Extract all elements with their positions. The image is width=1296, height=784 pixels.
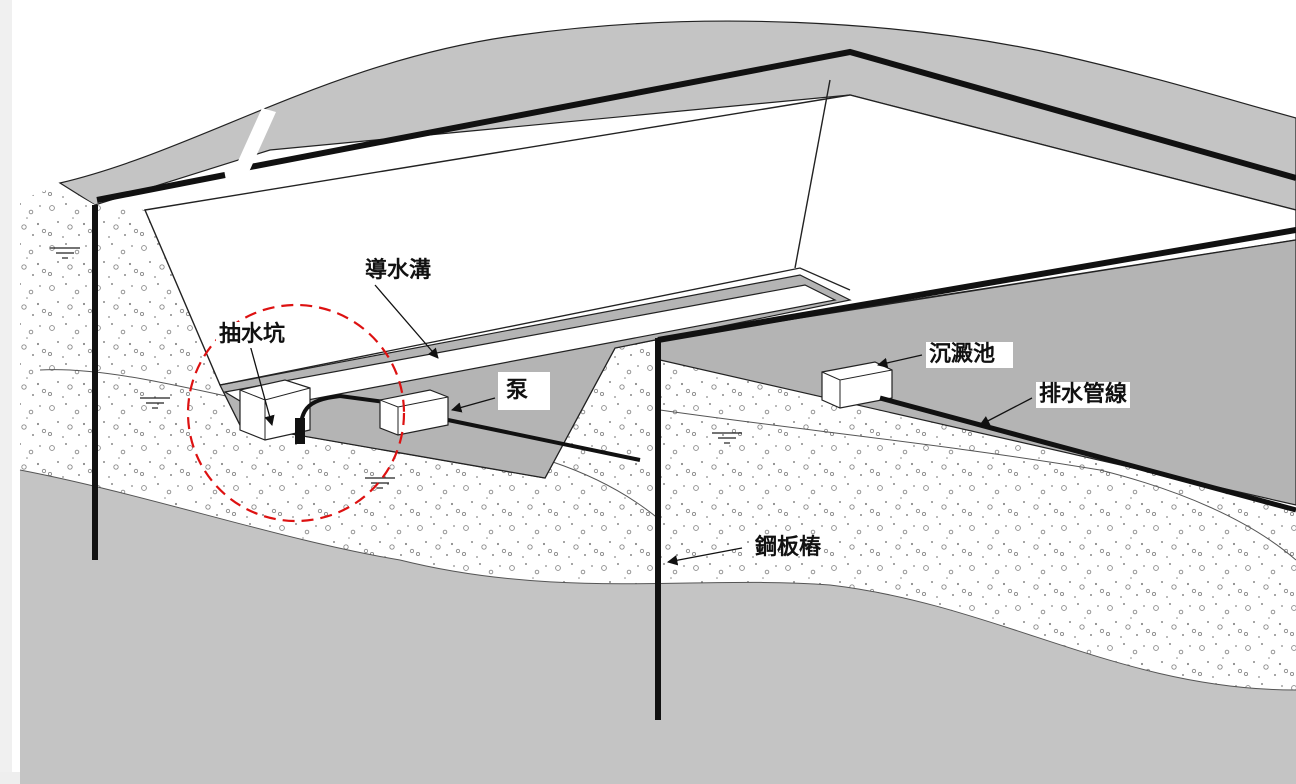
pile-cap-left-a <box>96 172 226 203</box>
arrow-guide-ditch <box>374 284 439 359</box>
water-level-icon <box>712 432 742 444</box>
pit-slope-toe <box>219 267 851 386</box>
highlight-circle-icon <box>186 303 406 523</box>
pump-box-icon <box>379 389 449 436</box>
label-settling-tank: 沉澱池 <box>926 342 1014 368</box>
pile-cap-right <box>657 227 1296 343</box>
drain-pipe <box>879 395 1296 513</box>
left-edge-band <box>0 0 12 784</box>
ground-surface <box>58 20 1296 211</box>
label-pump: 泵 <box>498 372 551 410</box>
arrow-settling-tank <box>876 354 923 368</box>
settling-tank-box-icon <box>821 361 893 409</box>
water-level-icon <box>140 397 170 409</box>
arrow-pump <box>450 397 496 413</box>
pile-cap-top <box>244 48 1296 181</box>
label-guide-ditch: 導水溝 <box>362 258 435 284</box>
stratum-line-right <box>659 409 1296 561</box>
sump-pit-box-icon <box>239 379 311 441</box>
pit-back-corner <box>794 79 831 269</box>
arrow-sump-pit <box>249 344 275 427</box>
arrow-sheet-pile <box>666 547 743 566</box>
label-sheet-pile: 鋼板樁 <box>755 535 822 560</box>
submersible-pump <box>295 418 305 444</box>
break-gap <box>225 108 276 192</box>
water-level-icon <box>50 247 80 259</box>
water-level-icon <box>365 477 395 489</box>
label-sump-pit: 抽水坑 <box>216 322 289 348</box>
pump-discharge-pipe <box>447 418 641 462</box>
arrow-drain-pipe <box>979 397 1033 426</box>
label-drain-pipe: 排水管線 <box>1036 382 1131 408</box>
